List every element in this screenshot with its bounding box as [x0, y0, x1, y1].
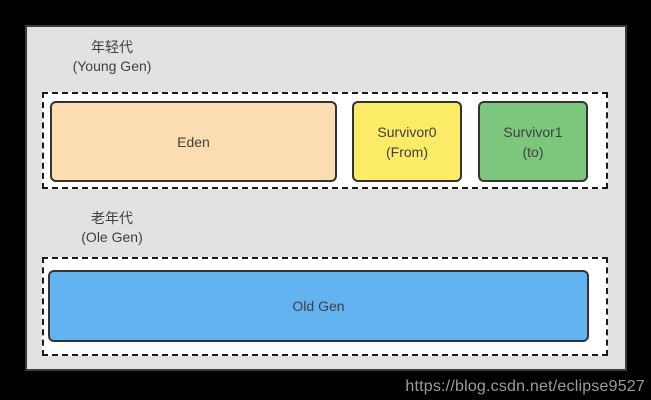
survivor0-box: Survivor0 (From) [352, 101, 462, 182]
watermark-url: https://blog.csdn.net/eclipse9527 [405, 378, 645, 395]
old-gen-title-zh: 老年代 [91, 210, 133, 226]
survivor1-box: Survivor1 (to) [478, 101, 588, 182]
eden-label: Eden [177, 133, 210, 150]
old-gen-title-en: (Ole Gen) [81, 229, 143, 245]
survivor1-label-line2: (to) [522, 143, 544, 160]
survivor0-label-line2: (From) [386, 143, 428, 160]
young-gen-title: 年轻代 (Young Gen) [52, 38, 172, 76]
young-gen-title-en: (Young Gen) [72, 58, 152, 74]
old-gen-box: Old Gen [48, 270, 589, 342]
young-gen-title-zh: 年轻代 [91, 39, 133, 55]
old-gen-label: Old Gen [292, 298, 345, 314]
old-gen-title: 老年代 (Ole Gen) [52, 209, 172, 247]
survivor1-label-line1: Survivor1 [503, 123, 563, 140]
eden-box: Eden [50, 101, 337, 182]
survivor0-label-line1: Survivor0 [377, 123, 437, 140]
